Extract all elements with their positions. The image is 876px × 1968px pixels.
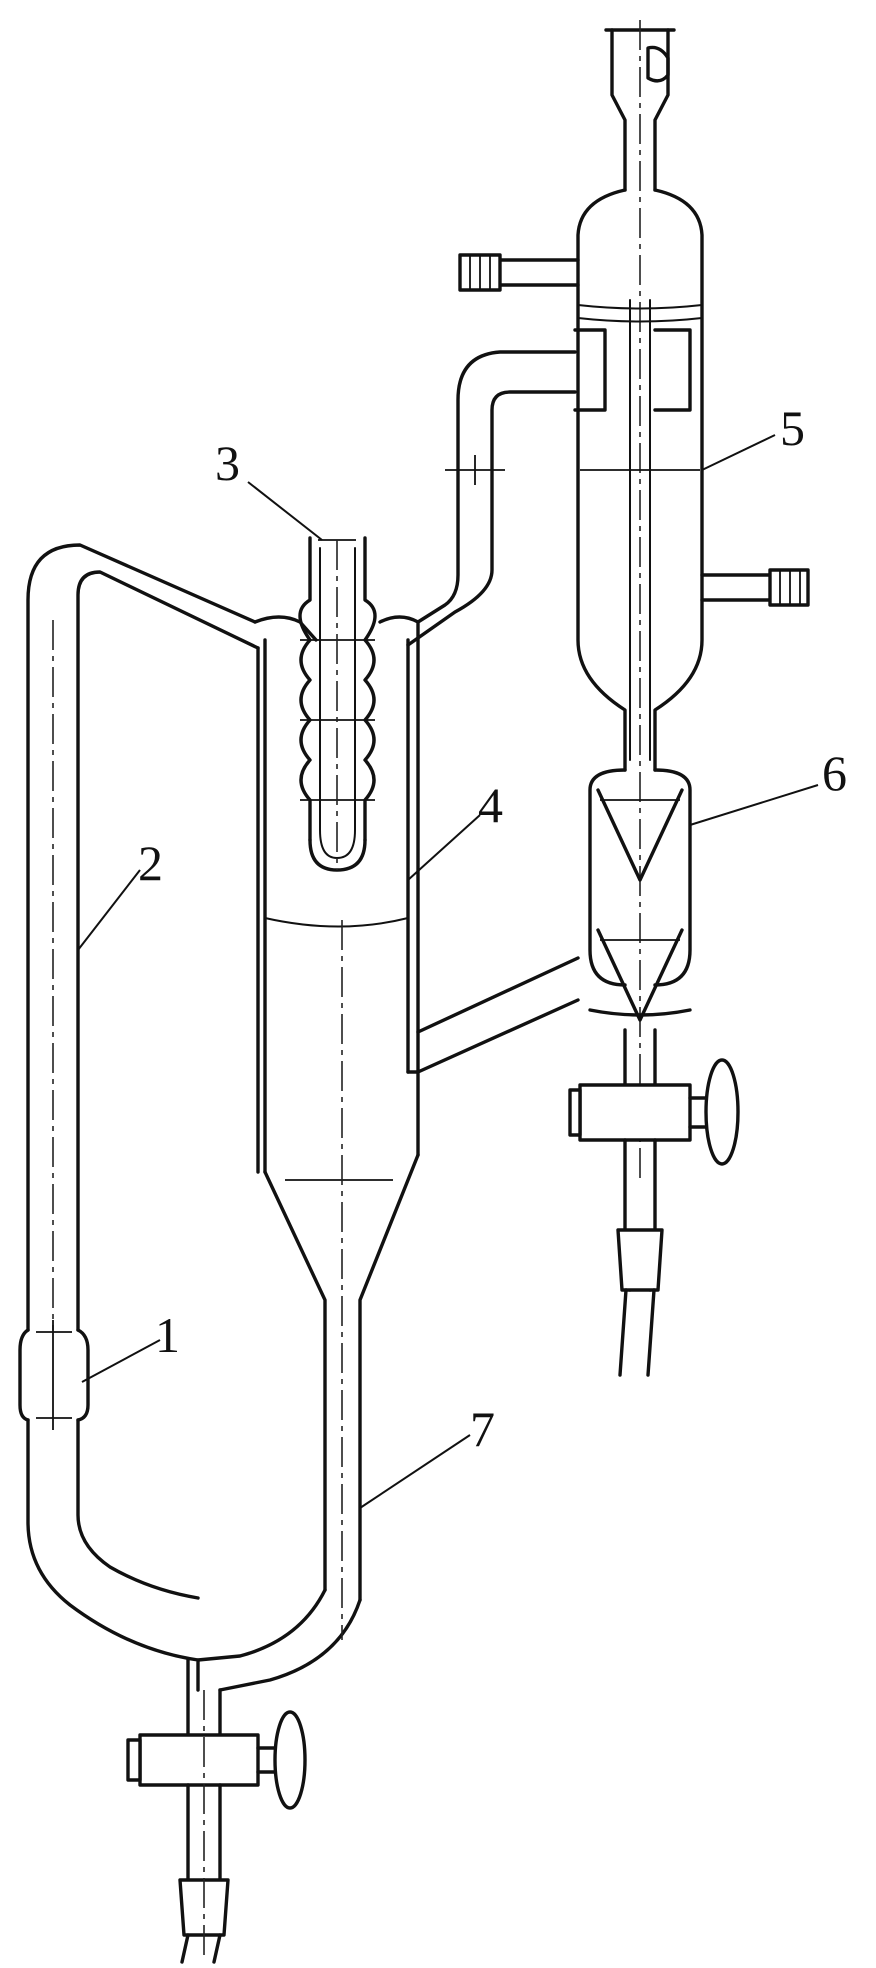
central-vessel [196, 615, 420, 1692]
bottom-stopcock [126, 1658, 307, 1964]
label-4: 4 [478, 777, 503, 833]
cold-finger [298, 536, 377, 872]
label-3: 3 [215, 435, 240, 491]
vapor-tube [406, 350, 577, 647]
leader-4 [407, 814, 481, 881]
leader-2 [77, 869, 141, 951]
label-2: 2 [138, 835, 163, 891]
condenser [458, 188, 810, 772]
label-6: 6 [822, 745, 847, 801]
leader-1 [81, 1339, 161, 1383]
separator [588, 768, 692, 1087]
part-labels: 1 2 3 4 5 6 7 [138, 400, 847, 1457]
label-5: 5 [780, 400, 805, 456]
return-tube [26, 543, 260, 1692]
right-stopcock [568, 1058, 740, 1377]
label-7: 7 [470, 1401, 495, 1457]
top-joint [604, 20, 676, 1180]
leader-3 [247, 481, 323, 541]
label-1: 1 [155, 1307, 180, 1363]
leader-7 [359, 1434, 471, 1509]
overflow-arm [416, 956, 580, 1074]
leader-lines [77, 434, 819, 1509]
heating-bulb [18, 1320, 90, 1430]
leader-6 [689, 784, 819, 826]
leader-5 [701, 434, 776, 471]
